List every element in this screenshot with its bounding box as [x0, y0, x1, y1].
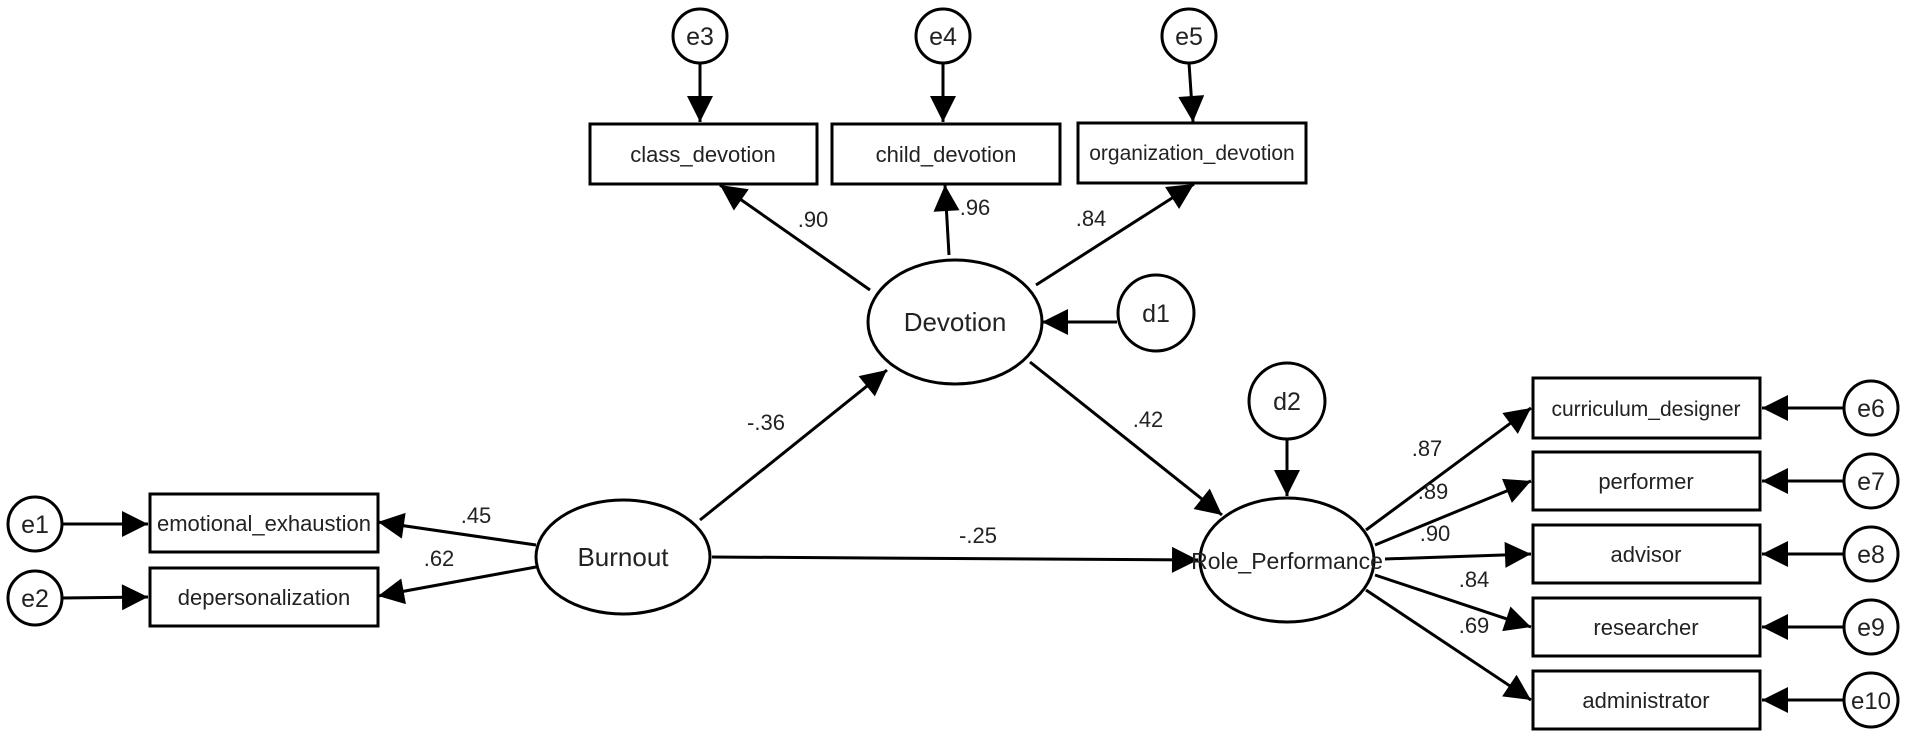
latent-burnout-label: Burnout — [577, 542, 669, 572]
observed-depersonalization[interactable]: depersonalization — [148, 566, 380, 628]
coef-rp-administrator: .69 — [1459, 613, 1490, 638]
observed-emotional-exhaustion-label: emotional_exhaustion — [157, 511, 371, 536]
edge-burnout-emotional-exhaustion — [377, 512, 537, 547]
error-e4[interactable]: e4 — [914, 7, 972, 65]
coef-devotion-organization-devotion: .84 — [1076, 206, 1107, 231]
observed-researcher[interactable]: researcher — [1531, 596, 1762, 658]
edge-devotion-class-devotion — [719, 183, 871, 292]
error-e7[interactable]: e7 — [1842, 452, 1900, 510]
latent-role-performance-label: Role_Performance — [1191, 548, 1383, 574]
edge-burnout-devotion — [699, 368, 888, 522]
coef-rp-researcher: .84 — [1459, 567, 1490, 592]
coef-devotion-role-performance: .42 — [1133, 407, 1164, 432]
error-e5[interactable]: e5 — [1160, 7, 1218, 65]
error-e5-label: e5 — [1175, 23, 1203, 51]
edge-e5-organization-devotion — [1178, 62, 1205, 123]
edge-devotion-organization-devotion — [1035, 182, 1195, 287]
observed-emotional-exhaustion[interactable]: emotional_exhaustion — [148, 492, 380, 554]
disturbance-d1-label: d1 — [1142, 300, 1170, 328]
coef-burnout-depersonalization: .62 — [424, 546, 455, 571]
error-e9-label: e9 — [1857, 614, 1885, 642]
error-e7-label: e7 — [1857, 468, 1885, 496]
error-e9[interactable]: e9 — [1842, 598, 1900, 656]
observed-organization-devotion-label: organization_devotion — [1089, 142, 1295, 165]
disturbance-d2[interactable]: d2 — [1247, 361, 1327, 441]
coef-rp-advisor: .90 — [1420, 521, 1451, 546]
observed-child-devotion-label: child_devotion — [876, 142, 1017, 167]
error-e1-label: e1 — [21, 511, 49, 539]
edge-rp-curriculum-designer — [1365, 406, 1532, 532]
coef-devotion-child-devotion: .96 — [960, 195, 991, 220]
observed-performer[interactable]: performer — [1531, 450, 1762, 512]
latent-devotion[interactable]: Devotion — [866, 258, 1044, 386]
observed-class-devotion-label: class_devotion — [630, 142, 776, 167]
observed-organization-devotion[interactable]: organization_devotion — [1076, 121, 1308, 185]
error-e8-label: e8 — [1857, 541, 1885, 569]
edge-devotion-child-devotion — [933, 184, 960, 256]
edge-rp-advisor — [1384, 541, 1532, 568]
error-e4-label: e4 — [929, 23, 957, 51]
edge-burnout-role-performance — [711, 546, 1199, 573]
observed-class-devotion[interactable]: class_devotion — [588, 122, 819, 186]
observed-performer-label: performer — [1598, 469, 1693, 494]
observed-curriculum-designer-label: curriculum_designer — [1551, 398, 1740, 421]
error-e2[interactable]: e2 — [6, 569, 64, 627]
coef-burnout-role-performance: -.25 — [959, 523, 997, 548]
error-e3-label: e3 — [686, 23, 714, 51]
error-e8[interactable]: e8 — [1842, 525, 1900, 583]
edge-devotion-role-performance — [1029, 360, 1223, 517]
edge-rp-researcher — [1374, 573, 1532, 632]
observed-curriculum-designer[interactable]: curriculum_designer — [1531, 376, 1762, 440]
coef-devotion-class-devotion: .90 — [798, 207, 829, 232]
latent-devotion-label: Devotion — [904, 307, 1007, 337]
edge-burnout-depersonalization — [377, 565, 537, 605]
error-e1[interactable]: e1 — [6, 495, 64, 553]
coef-rp-performer: .89 — [1418, 479, 1449, 504]
observed-advisor[interactable]: advisor — [1531, 523, 1762, 585]
observed-researcher-label: researcher — [1593, 615, 1698, 640]
latent-role-performance[interactable]: Role_Performance — [1191, 496, 1383, 624]
edge-rp-administrator — [1365, 588, 1532, 702]
observed-administrator[interactable]: administrator — [1531, 669, 1762, 731]
error-e10[interactable]: e10 — [1842, 671, 1900, 729]
disturbance-d1[interactable]: d1 — [1116, 273, 1196, 353]
error-e2-label: e2 — [21, 585, 49, 613]
coef-rp-curriculum-designer: .87 — [1412, 436, 1443, 461]
observed-depersonalization-label: depersonalization — [178, 585, 350, 610]
error-e3[interactable]: e3 — [671, 7, 729, 65]
coef-burnout-devotion: -.36 — [747, 410, 785, 435]
error-e6[interactable]: e6 — [1842, 379, 1900, 437]
error-e10-label: e10 — [1851, 688, 1891, 715]
observed-administrator-label: administrator — [1582, 688, 1709, 713]
disturbance-d2-label: d2 — [1273, 388, 1301, 416]
observed-advisor-label: advisor — [1611, 542, 1682, 567]
edge-rp-performer — [1374, 478, 1532, 547]
edge-e2-depersonalization — [61, 584, 149, 611]
coef-burnout-emotional-exhaustion: .45 — [461, 503, 492, 528]
latent-burnout[interactable]: Burnout — [534, 498, 712, 616]
error-e6-label: e6 — [1857, 395, 1885, 423]
observed-child-devotion[interactable]: child_devotion — [830, 122, 1062, 186]
